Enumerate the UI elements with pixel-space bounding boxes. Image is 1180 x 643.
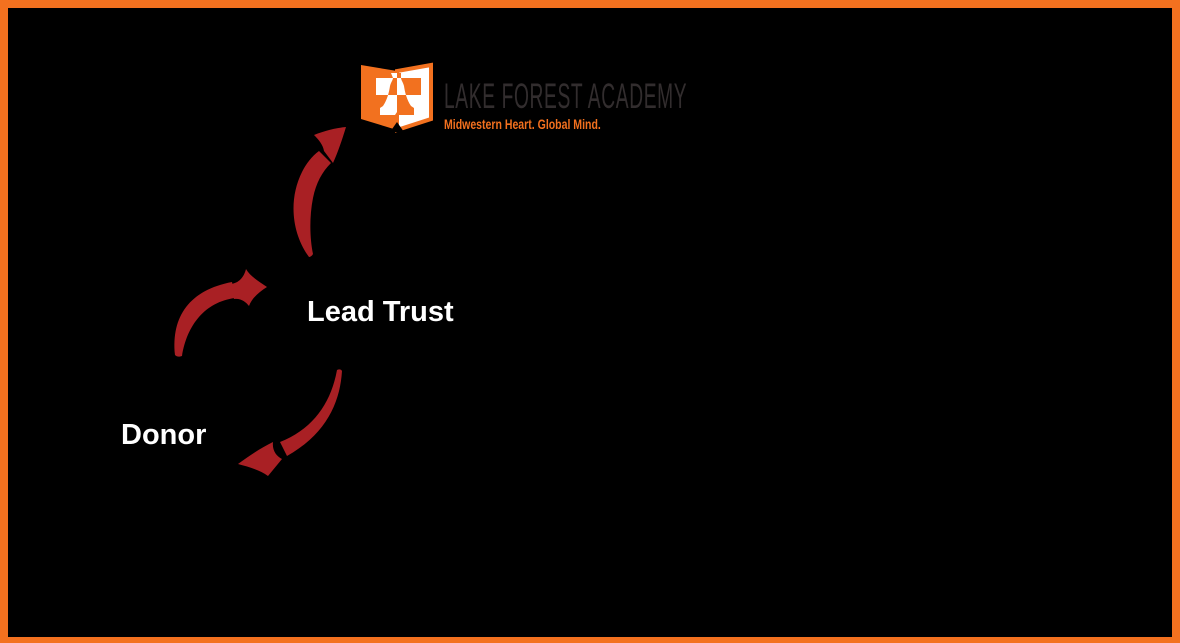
- arrow-lead-trust-to-school: [293, 127, 346, 257]
- lfa-bell-book-logo-icon: [361, 62, 433, 133]
- arrow-lead-trust-to-donor: [238, 369, 342, 476]
- arrowhead-icon: [231, 269, 267, 306]
- arrowhead-icon: [238, 442, 282, 476]
- logo-tagline: Midwestern Heart. Global Mind.: [444, 117, 601, 132]
- arrowhead-icon: [314, 127, 346, 163]
- donor-label: Donor: [121, 419, 207, 451]
- lead-trust-label: Lead Trust: [307, 296, 454, 328]
- lake-forest-academy-logo: LAKE FOREST ACADEMY Midwestern Heart. Gl…: [358, 62, 836, 134]
- logo-wordmark: LAKE FOREST ACADEMY: [444, 75, 688, 116]
- arrow-donor-to-lead-trust: [174, 269, 267, 357]
- logo-text-block: LAKE FOREST ACADEMY Midwestern Heart. Gl…: [444, 62, 836, 132]
